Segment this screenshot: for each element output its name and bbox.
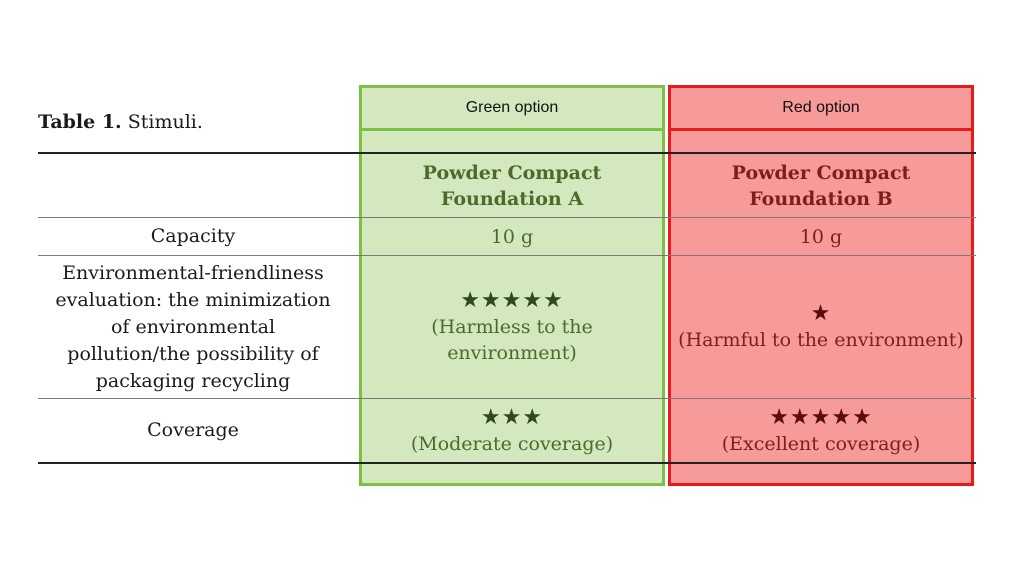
green-product-name-line2: Foundation A (440, 187, 584, 210)
row-divider (38, 255, 976, 256)
red-environment-cell: ★ (Harmful to the environment) (671, 256, 971, 398)
red-product-cell: Powder Compact Foundation B (671, 154, 971, 217)
environment-label-line: Environmental-friendliness (62, 261, 324, 284)
red-coverage-note: (Excellent coverage) (721, 432, 921, 455)
environment-label-line: evaluation: the minimization (55, 288, 331, 311)
red-capacity-value: 10 g (799, 225, 843, 248)
caption-text: Stimuli. (127, 111, 203, 133)
table-top-rule (38, 152, 976, 154)
green-capacity-value: 10 g (490, 225, 534, 248)
capacity-label-cell: Capacity (38, 218, 348, 255)
green-environment-note-line: environment) (447, 342, 577, 364)
caption-label: Table 1. (38, 111, 122, 133)
row-divider (38, 398, 976, 399)
green-environment-cell: ★★★★★ (Harmless to the environment) (362, 256, 662, 398)
red-environment-note-line: (Harmful to the environment) (678, 329, 964, 351)
environment-label-line: pollution/the possibility of (67, 342, 319, 365)
green-environment-stars: ★★★★★ (460, 288, 564, 313)
coverage-label: Coverage (147, 419, 239, 441)
coverage-label-cell: Coverage (38, 399, 348, 462)
green-product-cell: Powder Compact Foundation A (362, 154, 662, 217)
red-product-name-line1: Powder Compact (731, 161, 911, 184)
green-option-label: Green option (465, 99, 559, 116)
green-coverage-cell: ★★★ (Moderate coverage) (362, 399, 662, 462)
red-coverage-cell: ★★★★★ (Excellent coverage) (671, 399, 971, 462)
green-coverage-note: (Moderate coverage) (410, 432, 614, 455)
red-capacity-cell: 10 g (671, 218, 971, 255)
red-product-name-line2: Foundation B (749, 187, 893, 210)
table-caption: Table 1. Stimuli. (38, 111, 203, 133)
table-bottom-rule (38, 462, 976, 464)
green-product-name-line1: Powder Compact (422, 161, 602, 184)
environment-label-cell: Environmental-friendliness evaluation: t… (38, 256, 348, 398)
green-coverage-stars: ★★★ (480, 404, 544, 430)
environment-label-line: of environmental (110, 315, 276, 338)
green-option-header: Green option (359, 85, 665, 131)
red-option-label: Red option (782, 99, 860, 116)
row-divider (38, 217, 976, 218)
capacity-label: Capacity (150, 225, 236, 247)
green-environment-note-line: (Harmless to the (431, 316, 593, 338)
environment-label-line: packaging recycling (95, 369, 291, 392)
red-option-column (668, 85, 974, 486)
red-coverage-stars: ★★★★★ (769, 404, 873, 430)
red-option-header: Red option (668, 85, 974, 131)
red-environment-stars: ★ (810, 301, 832, 326)
green-option-column (359, 85, 665, 486)
green-capacity-cell: 10 g (362, 218, 662, 255)
